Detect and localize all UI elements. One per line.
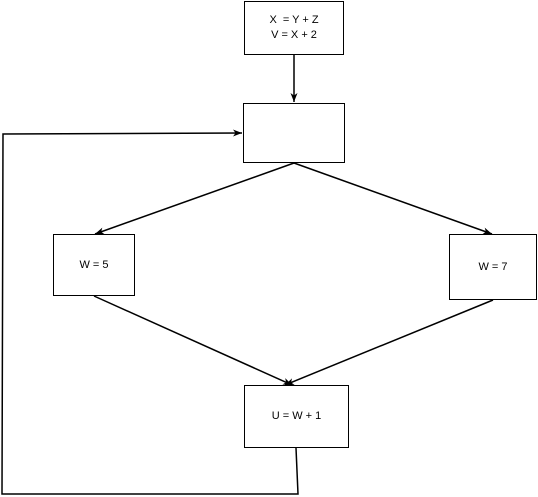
edge-branch-to-w5: [94, 162, 295, 235]
node-branch: [243, 103, 345, 163]
edge-u-loop-back-to-branch: [1, 129, 299, 495]
node-assign-xv-line-1: X = Y + Z: [269, 14, 319, 26]
node-assign-xv: X = Y + Z V = X + 2: [244, 1, 344, 55]
node-assign-w7: W = 7: [449, 234, 537, 300]
node-assign-w5-label: W = 5: [79, 258, 109, 271]
node-assign-u-label: U = W + 1: [271, 410, 322, 422]
node-assign-xv-line-2: V = X + 2: [271, 29, 317, 41]
node-assign-u: U = W + 1: [244, 385, 349, 448]
edge-w5-to-u: [93, 295, 293, 386]
node-assign-w7-label: W = 7: [478, 260, 508, 273]
edge-w7-to-u: [284, 299, 494, 386]
node-assign-w5: W = 5: [53, 234, 135, 296]
edge-branch-to-w7: [293, 162, 493, 235]
